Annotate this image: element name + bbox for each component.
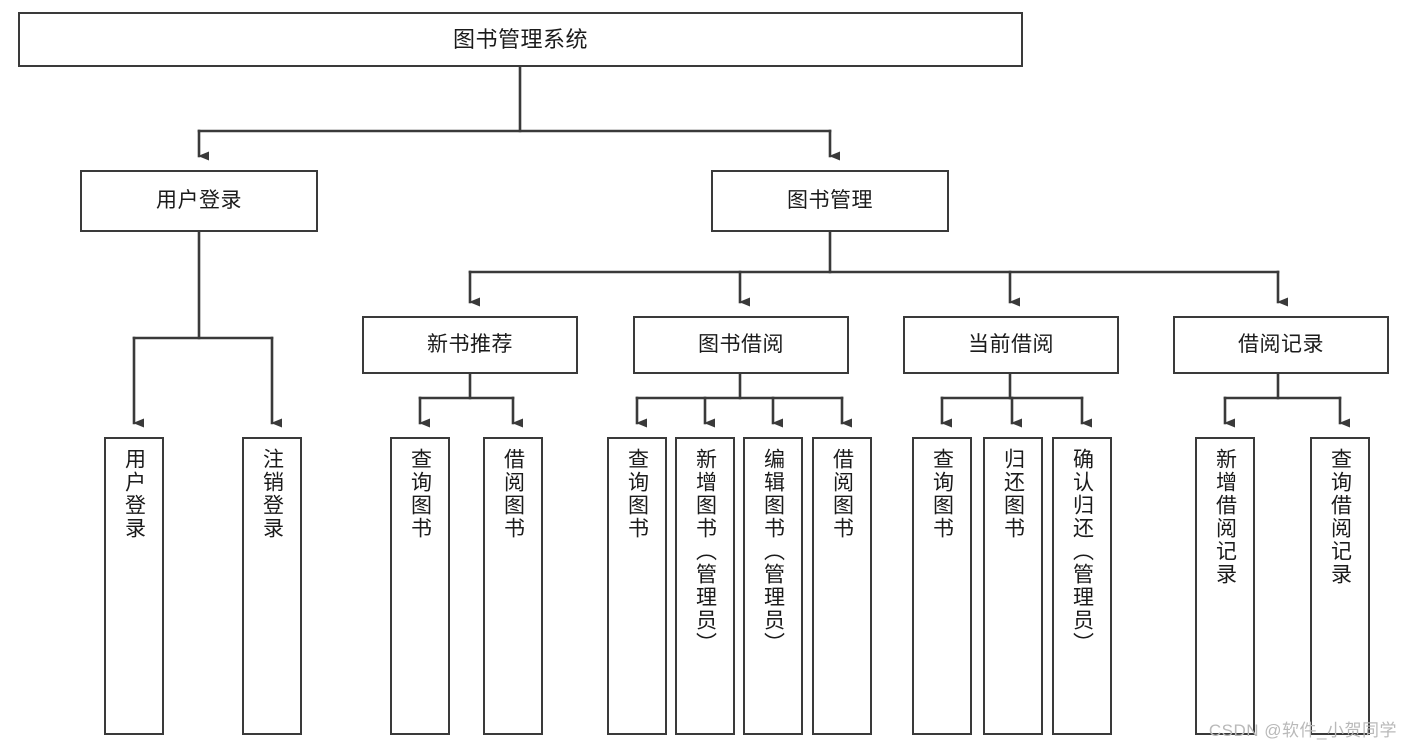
leaf-query-book-current[interactable]: 查询图书 bbox=[912, 437, 972, 735]
leaf-return-book[interactable]: 归还图书 bbox=[983, 437, 1043, 735]
leaf-query-borrow-record[interactable]: 查询借阅记录 bbox=[1310, 437, 1370, 735]
leaf-edit-book-admin[interactable]: 编辑图书（管理员） bbox=[743, 437, 803, 735]
node-label: 图书借阅 bbox=[698, 332, 784, 356]
node-current-borrow[interactable]: 当前借阅 bbox=[903, 316, 1119, 374]
leaf-logout-login[interactable]: 注销登录 bbox=[242, 437, 302, 735]
leaf-borrow-book-borrow[interactable]: 借阅图书 bbox=[812, 437, 872, 735]
node-label: 图书管理系统 bbox=[452, 26, 588, 52]
node-label: 新增图书（管理员） bbox=[693, 448, 717, 655]
node-label: 当前借阅 bbox=[968, 332, 1054, 356]
node-label: 查询图书 bbox=[930, 448, 954, 540]
node-label: 查询借阅记录 bbox=[1328, 448, 1352, 586]
node-label: 用户登录 bbox=[156, 188, 242, 212]
node-book-management[interactable]: 图书管理 bbox=[711, 170, 949, 232]
leaf-add-book-admin[interactable]: 新增图书（管理员） bbox=[675, 437, 735, 735]
node-borrow-record[interactable]: 借阅记录 bbox=[1173, 316, 1389, 374]
leaf-add-borrow-record[interactable]: 新增借阅记录 bbox=[1195, 437, 1255, 735]
node-label: 新书推荐 bbox=[427, 332, 513, 356]
node-user-login[interactable]: 用户登录 bbox=[80, 170, 318, 232]
leaf-user-login[interactable]: 用户登录 bbox=[104, 437, 164, 735]
node-label: 新增借阅记录 bbox=[1213, 448, 1237, 586]
leaf-confirm-return-admin[interactable]: 确认归还（管理员） bbox=[1052, 437, 1112, 735]
node-label: 确认归还（管理员） bbox=[1070, 448, 1094, 655]
node-label: 查询图书 bbox=[408, 448, 432, 540]
node-label: 图书管理 bbox=[787, 188, 873, 212]
node-label: 用户登录 bbox=[122, 448, 146, 540]
node-label: 归还图书 bbox=[1001, 448, 1025, 540]
node-new-book-recommend[interactable]: 新书推荐 bbox=[362, 316, 578, 374]
node-label: 借阅图书 bbox=[501, 448, 525, 540]
node-book-borrow[interactable]: 图书借阅 bbox=[633, 316, 849, 374]
leaf-query-book-borrow[interactable]: 查询图书 bbox=[607, 437, 667, 735]
node-label: 注销登录 bbox=[260, 448, 284, 540]
node-label: 查询图书 bbox=[625, 448, 649, 540]
node-label: 借阅图书 bbox=[830, 448, 854, 540]
leaf-borrow-book-new-recommend[interactable]: 借阅图书 bbox=[483, 437, 543, 735]
node-label: 借阅记录 bbox=[1238, 332, 1324, 356]
node-root-book-management-system[interactable]: 图书管理系统 bbox=[18, 12, 1023, 67]
watermark: CSDN @软件_小贺同学 bbox=[1208, 721, 1397, 740]
leaf-query-book-new-recommend[interactable]: 查询图书 bbox=[390, 437, 450, 735]
node-label: 编辑图书（管理员） bbox=[761, 448, 785, 655]
